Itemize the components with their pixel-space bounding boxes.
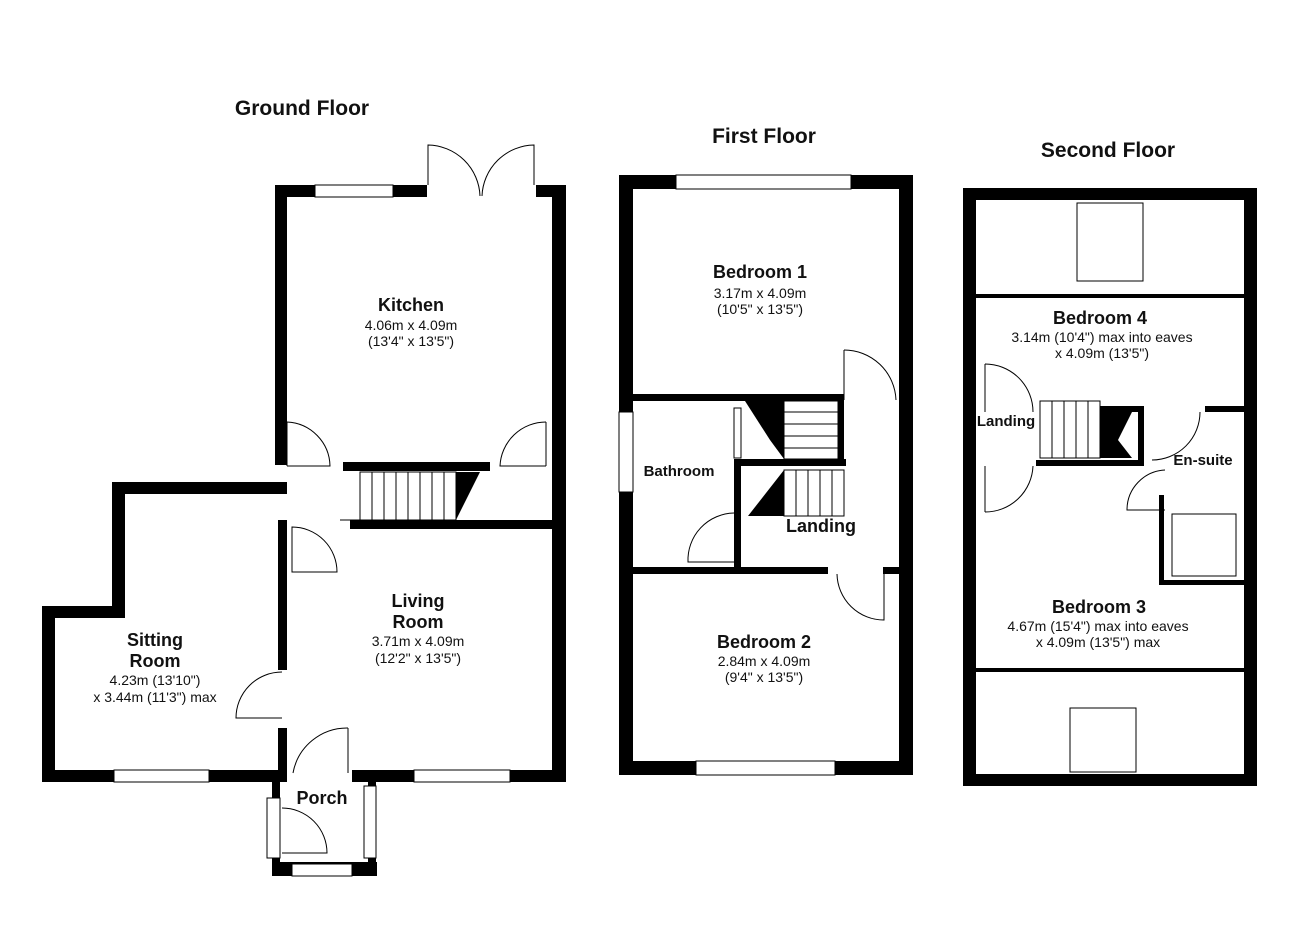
room-name: Bedroom 4 xyxy=(1053,308,1147,328)
first-floor: First Floor xyxy=(618,125,913,776)
room-bathroom: Bathroom xyxy=(644,463,715,480)
ground-floor-doors xyxy=(235,144,547,854)
room-dimension: 3.71m x 4.09m xyxy=(372,633,465,649)
first-floor-doors xyxy=(687,349,897,621)
room-name: Landing xyxy=(786,516,856,536)
room-name: Bedroom 2 xyxy=(717,632,811,652)
room-kitchen: Kitchen 4.06m x 4.09m (13'4" x 13'5") xyxy=(365,295,458,349)
room-name: Bedroom 3 xyxy=(1052,597,1146,617)
room-landing-2: Landing xyxy=(977,413,1035,430)
room-dimension: 4.23m (13'10") xyxy=(110,672,201,688)
room-dimension: 4.67m (15'4") max into eaves xyxy=(1007,618,1188,634)
ground-floor: Ground Floor xyxy=(42,97,566,877)
ground-floor-windows xyxy=(113,184,511,877)
room-name: Room xyxy=(130,651,181,671)
room-name: Sitting xyxy=(127,630,183,650)
skylight-window xyxy=(1171,513,1237,577)
second-floor-title: Second Floor xyxy=(1041,139,1175,162)
room-bedroom-4: Bedroom 4 3.14m (10'4") max into eaves x… xyxy=(1011,308,1192,361)
room-name: Kitchen xyxy=(378,295,444,315)
room-bedroom-3: Bedroom 3 4.67m (15'4") max into eaves x… xyxy=(1007,597,1188,650)
second-floor-stairs xyxy=(1039,400,1132,459)
room-name: En-suite xyxy=(1173,452,1232,469)
room-name: Living xyxy=(392,591,445,611)
room-living: Living Room 3.71m x 4.09m (12'2" x 13'5"… xyxy=(372,591,465,666)
room-dimension: (12'2" x 13'5") xyxy=(375,650,461,666)
second-floor-walls xyxy=(963,188,1257,786)
room-porch: Porch xyxy=(296,788,347,808)
room-dimension: x 4.09m (13'5") max xyxy=(1036,634,1160,650)
room-landing: Landing xyxy=(786,516,856,536)
first-floor-windows xyxy=(618,174,852,776)
room-dimension: 3.17m x 4.09m xyxy=(714,285,807,301)
room-name: Bedroom 1 xyxy=(713,262,807,282)
room-dimension: (10'5" x 13'5") xyxy=(717,301,803,317)
second-floor-doors xyxy=(984,363,1201,513)
ground-floor-stairs xyxy=(340,471,480,521)
first-floor-stairs xyxy=(745,400,845,517)
second-floor-skylights xyxy=(1069,202,1237,773)
room-name: Bathroom xyxy=(644,463,715,480)
room-dimension: (9'4" x 13'5") xyxy=(725,669,803,685)
room-dimension: x 3.44m (11'3") max xyxy=(93,689,216,705)
room-dimension: 4.06m x 4.09m xyxy=(365,317,458,333)
room-dimension: x 4.09m (13'5") xyxy=(1055,345,1149,361)
room-name: Landing xyxy=(977,413,1035,430)
skylight-window xyxy=(1069,707,1137,773)
room-bedroom-2: Bedroom 2 2.84m x 4.09m (9'4" x 13'5") xyxy=(717,632,811,685)
first-floor-title: First Floor xyxy=(712,125,816,148)
room-dimension: 3.14m (10'4") max into eaves xyxy=(1011,329,1192,345)
second-floor: Second Floor xyxy=(963,139,1257,786)
room-name: Room xyxy=(393,612,444,632)
room-dimension: 2.84m x 4.09m xyxy=(718,653,811,669)
room-en-suite: En-suite xyxy=(1173,452,1232,469)
room-dimension: (13'4" x 13'5") xyxy=(368,333,454,349)
skylight-window xyxy=(1076,202,1144,282)
room-name: Porch xyxy=(296,788,347,808)
room-sitting: Sitting Room 4.23m (13'10") x 3.44m (11'… xyxy=(93,630,216,705)
room-bedroom-1: Bedroom 1 3.17m x 4.09m (10'5" x 13'5") xyxy=(713,262,807,317)
ground-floor-title: Ground Floor xyxy=(235,97,369,120)
